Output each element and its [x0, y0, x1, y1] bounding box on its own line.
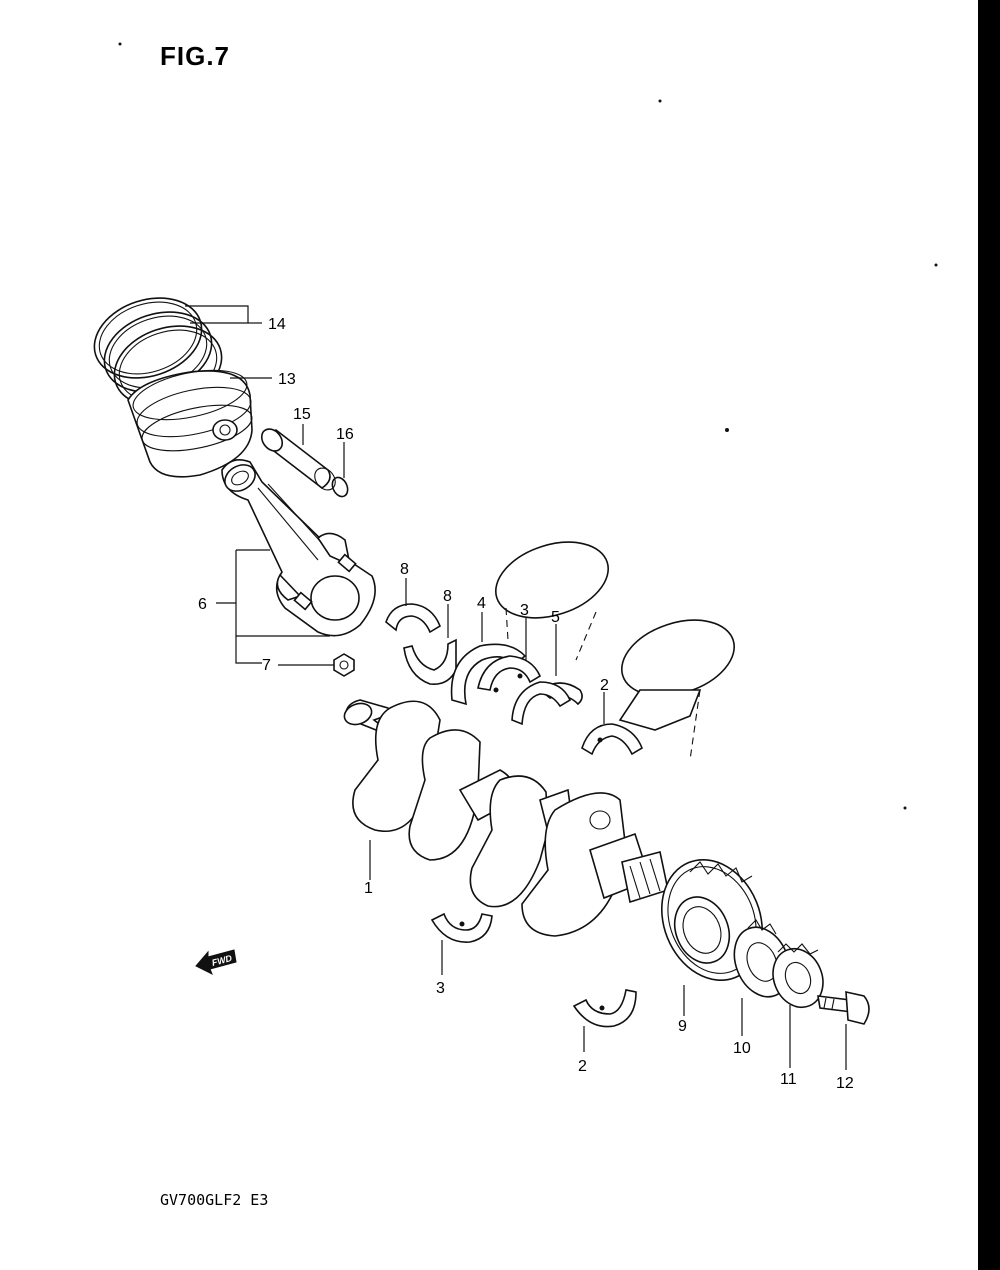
callout-3b: 3: [436, 980, 445, 997]
callout-8b: 8: [443, 588, 452, 605]
callout-4: 4: [477, 595, 486, 612]
callout-16: 16: [336, 426, 354, 443]
callout-15: 15: [293, 406, 311, 423]
callout-10: 10: [733, 1040, 751, 1057]
main-bearing-upper-2[interactable]: [581, 723, 643, 756]
callout-2b: 2: [578, 1058, 587, 1075]
piston[interactable]: [127, 361, 256, 478]
conrod-bearing-upper[interactable]: [385, 603, 441, 634]
crank-bolt[interactable]: [817, 990, 870, 1025]
rod-nut[interactable]: [333, 653, 355, 677]
piston-pin[interactable]: [258, 425, 340, 494]
main-bearing-lower-2[interactable]: [572, 989, 637, 1028]
callout-12: 12: [836, 1075, 854, 1092]
crankshaft[interactable]: [341, 699, 669, 937]
main-bearing-upper-3[interactable]: [477, 655, 542, 693]
model-code: GV700GLF2 E3: [160, 1191, 268, 1209]
leader-lines: [185, 305, 847, 1070]
page-edge: [978, 0, 1000, 1270]
callout-8a: 8: [400, 561, 409, 578]
callout-1: 1: [364, 880, 373, 897]
callout-6: 6: [198, 596, 207, 613]
callout-9: 9: [678, 1018, 687, 1035]
callout-14: 14: [268, 316, 286, 333]
scan-specks: [118, 42, 938, 810]
callout-13: 13: [278, 371, 296, 388]
figure-title: FIG.7: [160, 41, 230, 71]
callout-2a: 2: [600, 677, 609, 694]
forward-direction-arrow: FWD: [195, 949, 237, 976]
cylinder-reference-rear: [618, 619, 736, 761]
callout-3a: 3: [520, 602, 529, 619]
main-bearing-lower-3[interactable]: [430, 912, 493, 943]
conrod-bearing-lower[interactable]: [403, 638, 457, 686]
callout-labels: 14 13 15 16 6 7 8 8 4 3 5 2 1 3 2 9 10 1…: [198, 316, 854, 1092]
callout-11: 11: [780, 1071, 797, 1088]
cylinder-reference-front: [494, 541, 610, 661]
cam-chain-sprocket[interactable]: [765, 941, 832, 1015]
connecting-rod[interactable]: [220, 459, 376, 637]
callout-5: 5: [551, 609, 560, 626]
piston-pin-circlip[interactable]: [329, 475, 350, 499]
callout-7: 7: [262, 657, 271, 674]
main-bearing-lower-3b[interactable]: [511, 681, 572, 726]
